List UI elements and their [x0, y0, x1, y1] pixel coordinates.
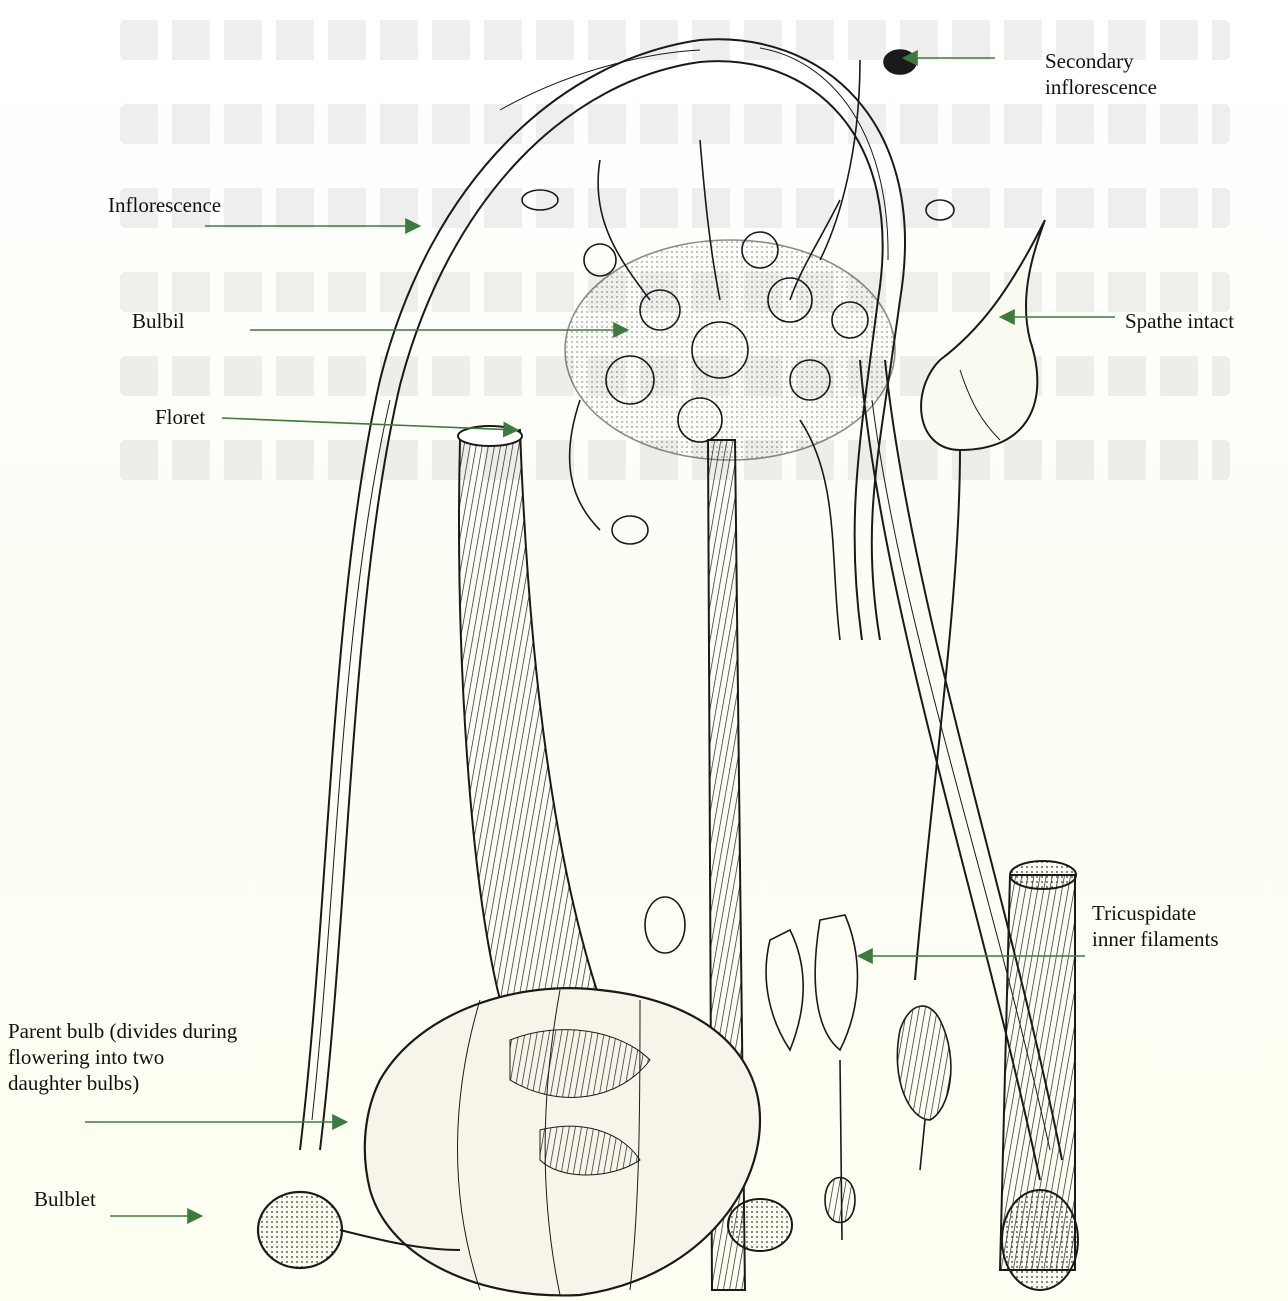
label-secondary-inflorescence: Secondary inflorescence [1045, 48, 1205, 100]
label-floret: Floret [155, 404, 205, 430]
right-cut-stem [1000, 861, 1078, 1290]
arching-leaf [300, 39, 905, 1150]
parent-bulb [365, 988, 760, 1295]
label-tricuspidate-inner-filaments: Tricuspidate inner filaments [1092, 900, 1242, 952]
label-bulbil: Bulbil [132, 308, 185, 334]
label-spathe-intact: Spathe intact [1125, 308, 1234, 334]
label-parent-bulb: Parent bulb (divides during flowering in… [8, 1018, 243, 1096]
label-bulblet: Bulblet [34, 1186, 96, 1212]
arrow-floret [222, 418, 516, 430]
label-inflorescence: Inflorescence [108, 192, 221, 218]
thick-stem [458, 426, 600, 1000]
